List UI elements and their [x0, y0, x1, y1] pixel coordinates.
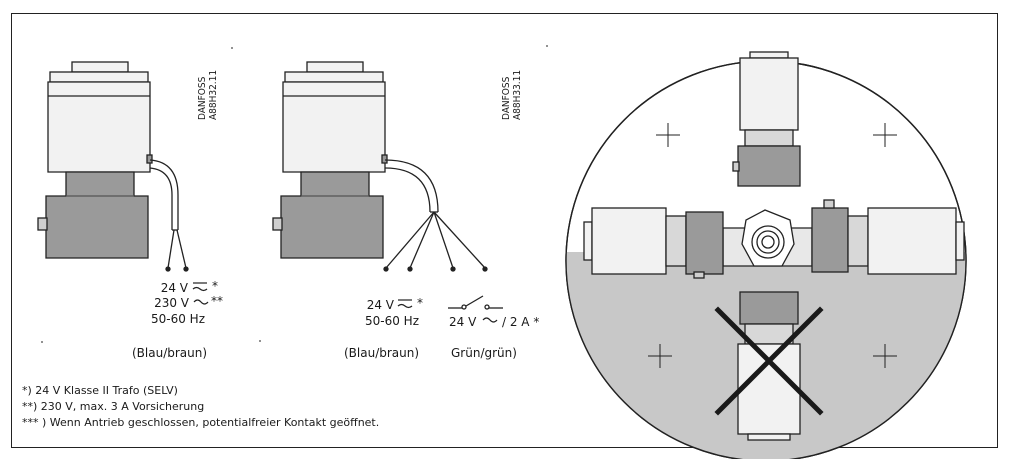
switch-contact-icon: [448, 295, 503, 310]
right-voltage-24: 24 V: [367, 298, 395, 312]
ac-dc-symbol-right: [397, 299, 413, 309]
contact-rating-suffix: / 2 A *: [502, 315, 539, 329]
left-mark-230: **: [211, 294, 223, 308]
actuator-top-correct: [732, 51, 801, 187]
left-voltage-230: 230 V: [154, 296, 190, 310]
actuator-bottom-incorrect: [737, 291, 801, 441]
crosshair-marks: [648, 123, 897, 368]
mounting-positions: [565, 51, 967, 459]
actuator-left-horizontal: [583, 207, 724, 279]
left-code-line1: DANFOSS: [197, 76, 208, 120]
right-code-line2: A88H33.11: [512, 70, 523, 120]
left-voltage-24: 24 V: [161, 281, 189, 295]
actuator-left: [37, 61, 189, 272]
left-code-line2: A88H32.11: [208, 70, 219, 120]
actuator-right-horizontal: [811, 199, 965, 275]
contact-rating: 24 V: [449, 315, 477, 329]
ac-dc-symbol: [192, 282, 208, 292]
left-wire-colors: (Blau/braun): [132, 346, 207, 360]
actuator-right: [272, 61, 488, 272]
footnote-2: **) 230 V, max. 3 A Vorsicherung: [22, 400, 205, 413]
left-frequency: 50-60 Hz: [151, 312, 205, 326]
right-mark-24: *: [417, 296, 423, 310]
contact-wire-colors: Grün/grün): [451, 346, 517, 360]
valve-body: [722, 209, 813, 267]
ac-symbol: [193, 299, 209, 305]
footnote-1: *) 24 V Klasse II Trafo (SELV): [22, 384, 178, 397]
ac-symbol-contact: [482, 317, 498, 323]
right-wire-colors: (Blau/braun): [344, 346, 419, 360]
not-allowed-x-icon: [714, 306, 824, 416]
right-frequency: 50-60 Hz: [365, 314, 419, 328]
right-code-line1: DANFOSS: [501, 76, 512, 120]
footnote-3: *** ) Wenn Antrieb geschlossen, potentia…: [22, 416, 380, 429]
left-mark-24: *: [212, 279, 218, 293]
